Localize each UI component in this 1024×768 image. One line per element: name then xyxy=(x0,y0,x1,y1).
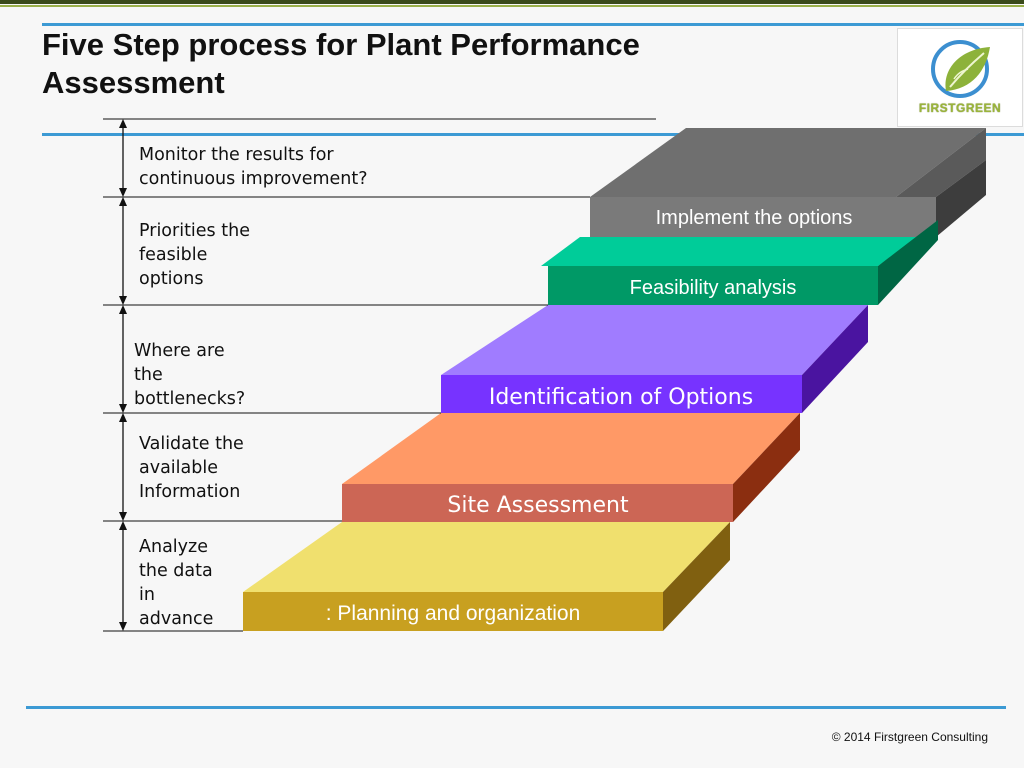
step-4: Feasibility analysis xyxy=(541,220,938,305)
span-arrow-3 xyxy=(119,305,127,413)
step-1-top xyxy=(243,522,730,592)
span-arrows xyxy=(119,119,127,631)
step-3-side xyxy=(802,305,868,413)
top-bar xyxy=(0,0,1024,4)
step-2: Site Assessment xyxy=(342,413,800,522)
step-3: Identification of Options xyxy=(441,305,868,413)
note-bottlenecks-line: the xyxy=(134,365,163,385)
logo-wordmark: FIRSTGREEN xyxy=(918,101,1002,115)
step-3-face xyxy=(441,375,802,413)
step-1: : Planning and organization xyxy=(243,522,730,631)
step-3-top xyxy=(441,305,868,375)
step-2-top xyxy=(342,413,800,484)
step-4-label: Feasibility analysis xyxy=(630,277,797,299)
note-validate-line: Information xyxy=(139,482,241,502)
staircase-diagram: Implement the options Feasibility analys… xyxy=(103,118,986,632)
step-3-label: Identification of Options xyxy=(489,385,753,410)
title-line-1: Five Step process for Plant Performance xyxy=(42,27,640,62)
step-5-edge xyxy=(936,160,986,237)
guide-lines xyxy=(103,118,656,632)
page-title: Five Step process for Plant Performance … xyxy=(42,26,842,102)
note-analyze-line: the data xyxy=(139,561,213,581)
note-bottlenecks: Where are the bottlenecks? xyxy=(134,339,245,411)
span-arrow-1 xyxy=(119,119,127,197)
step-1-side xyxy=(663,522,730,631)
step-5-label: Implement the options xyxy=(656,207,853,229)
step-1-face xyxy=(243,592,663,631)
title-line-2: Assessment xyxy=(42,65,225,100)
note-priorities-line: options xyxy=(139,269,204,289)
note-priorities-line: feasible xyxy=(139,245,208,265)
note-bottlenecks-line: Where are xyxy=(134,341,225,361)
note-monitor: Monitor the results for continuous impro… xyxy=(139,143,368,191)
step-1-label: : Planning and organization xyxy=(326,602,581,625)
note-validate: Validate the available Information xyxy=(139,432,244,504)
leaf-globe-icon xyxy=(931,40,990,98)
note-validate-line: Validate the xyxy=(139,434,244,454)
span-arrow-2 xyxy=(119,197,127,305)
step-5-side xyxy=(896,128,986,197)
header-rule xyxy=(42,23,1024,26)
step-5-top xyxy=(590,128,986,197)
note-monitor-line: Monitor the results for xyxy=(139,145,334,165)
note-priorities-line: Priorities the xyxy=(139,221,250,241)
footer-rule xyxy=(26,706,1006,709)
step-5-face xyxy=(590,197,936,237)
note-analyze-line: Analyze xyxy=(139,537,208,557)
note-analyze-line: advance xyxy=(139,609,214,629)
note-priorities: Priorities the feasible options xyxy=(139,219,250,291)
note-validate-line: available xyxy=(139,458,218,478)
note-bottlenecks-line: bottlenecks? xyxy=(134,389,246,409)
footer-copyright: © 2014 Firstgreen Consulting xyxy=(831,730,988,744)
step-4-top xyxy=(541,237,918,266)
span-arrow-4 xyxy=(119,413,127,521)
step-2-label: Site Assessment xyxy=(447,493,629,518)
note-analyze: Analyze the data in advance xyxy=(139,535,213,631)
step-4-side xyxy=(878,220,938,305)
step-5: Implement the options xyxy=(590,128,986,237)
firstgreen-logo: FIRSTGREEN xyxy=(897,28,1023,127)
note-monitor-line: continuous improvement? xyxy=(139,169,368,189)
title-rule xyxy=(42,133,1024,136)
span-arrow-5 xyxy=(119,521,127,631)
step-2-face xyxy=(342,484,733,522)
step-2-side xyxy=(733,413,800,522)
note-analyze-line: in xyxy=(139,585,155,605)
step-4-face xyxy=(548,266,878,305)
top-accent-line xyxy=(0,5,1024,7)
